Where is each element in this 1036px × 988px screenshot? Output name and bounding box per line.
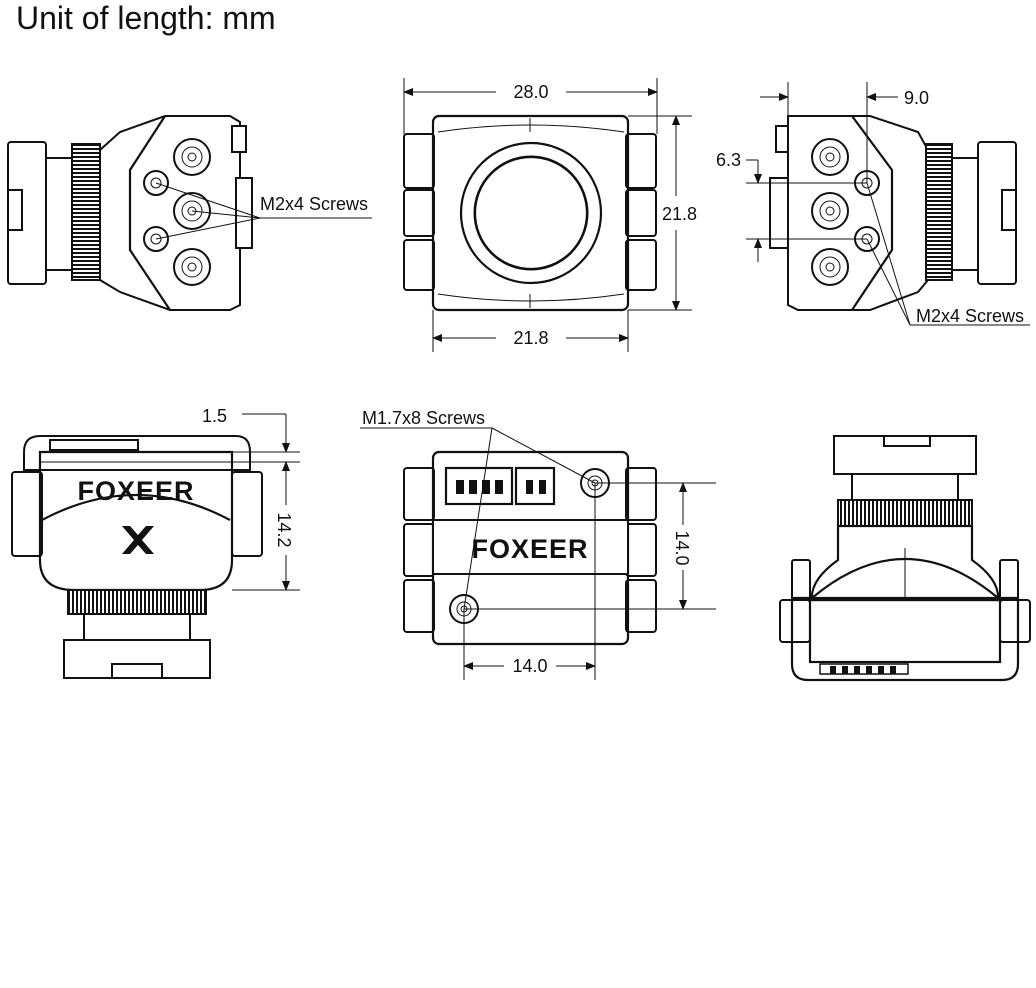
dimension-front-height: 21.8	[662, 204, 697, 224]
dimension-rear-vertical: 14.0	[672, 530, 692, 565]
left-side-view: M2x4 Screws	[7, 115, 372, 311]
dimension-rear-horizontal: 14.0	[512, 656, 547, 676]
screw-hole-group	[811, 138, 880, 286]
dimension-top-hole-spacing: 14.2	[274, 512, 294, 547]
brand-x-icon	[122, 526, 154, 554]
bottom-connector-pins	[819, 663, 909, 675]
dimension-side-offset: 9.0	[904, 88, 929, 108]
left-screws-label: M2x4 Screws	[260, 194, 368, 214]
brand-logo-rear: FOXEER	[471, 534, 588, 564]
rear-view: FOXEER M1.7x8 Screws 14.0 14.0	[360, 408, 716, 680]
bottom-view	[779, 435, 1031, 682]
dimension-top-thickness: 1.5	[202, 406, 227, 426]
rear-screws-label: M1.7x8 Screws	[362, 408, 485, 428]
connector-pins	[456, 480, 546, 494]
brand-logo-top: FOXEER	[77, 476, 194, 506]
top-view: FOXEER 1.5 14.2	[11, 406, 300, 679]
page-title: Unit of length: mm	[16, 0, 276, 36]
dimension-front-bottom-width: 21.8	[513, 328, 548, 348]
dimension-side-hole-spacing: 6.3	[716, 150, 741, 170]
dimension-front-width: 28.0	[513, 82, 548, 102]
front-view: 28.0 21.8 21.8	[403, 78, 697, 352]
right-side-view: 9.0 6.3 M2x4 Screws	[716, 82, 1030, 326]
right-screws-label: M2x4 Screws	[916, 306, 1024, 326]
